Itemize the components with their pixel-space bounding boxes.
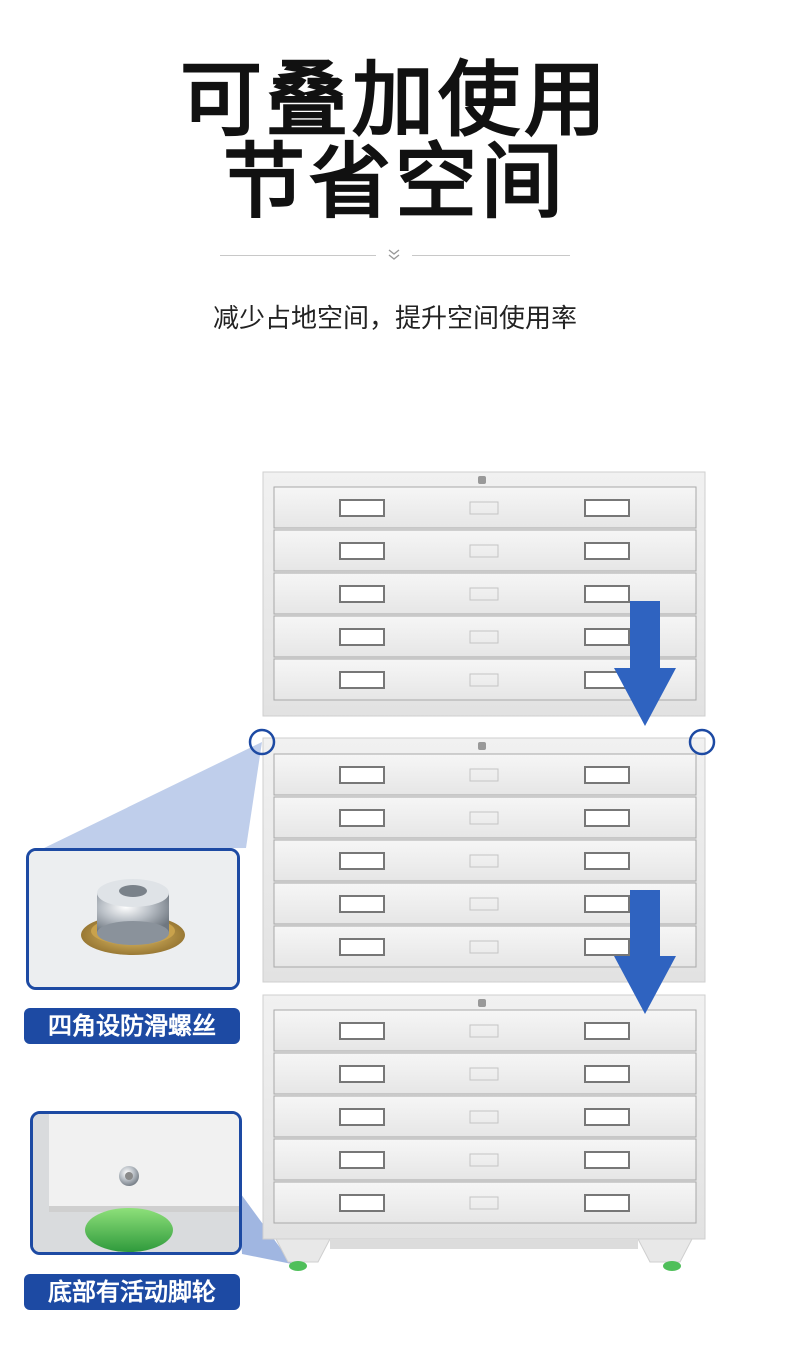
screw-detail-inset — [26, 848, 240, 990]
drawer-row — [273, 1095, 697, 1138]
divider-left — [220, 255, 376, 256]
drawer-row — [273, 753, 697, 796]
page-title-line2: 节省空间 — [222, 135, 567, 230]
page-title-line1: 可叠加使用 — [179, 53, 610, 148]
corner-marker-left — [248, 728, 276, 756]
arrow-down-icon — [614, 601, 676, 726]
drawer-row — [273, 572, 697, 615]
drawer-row — [273, 486, 697, 529]
arrow-down-icon — [614, 890, 676, 1014]
drawer-row — [273, 529, 697, 572]
drawer-row — [273, 882, 697, 925]
screw-callout-beam — [40, 742, 262, 850]
cabinet-top — [262, 471, 706, 717]
drawer-row — [273, 925, 697, 968]
page-subtitle: 减少占地空间，提升空间使用率 — [212, 304, 577, 334]
drawer-row — [273, 615, 697, 658]
drawer-row — [273, 796, 697, 839]
cabinet-middle — [262, 737, 706, 983]
cabinet-leg-left — [275, 1238, 331, 1263]
corner-marker-right — [688, 728, 716, 756]
caster-wheel-icon — [33, 1114, 239, 1252]
wheel-feature-label: 底部有活动脚轮 — [24, 1274, 240, 1310]
anti-slip-screw-icon — [29, 851, 237, 987]
screw-feature-label: 四角设防滑螺丝 — [24, 1008, 240, 1044]
cabinet-bottom — [262, 994, 706, 1271]
drawer-row — [273, 1138, 697, 1181]
chevron-down-icon — [388, 249, 400, 260]
drawer-row — [273, 839, 697, 882]
caster-detail-inset — [30, 1111, 242, 1255]
cabinet-leg-right — [637, 1238, 693, 1263]
drawer-row — [273, 1181, 697, 1224]
drawer-row — [273, 1009, 697, 1052]
drawer-row — [273, 1052, 697, 1095]
divider-right — [412, 255, 570, 256]
